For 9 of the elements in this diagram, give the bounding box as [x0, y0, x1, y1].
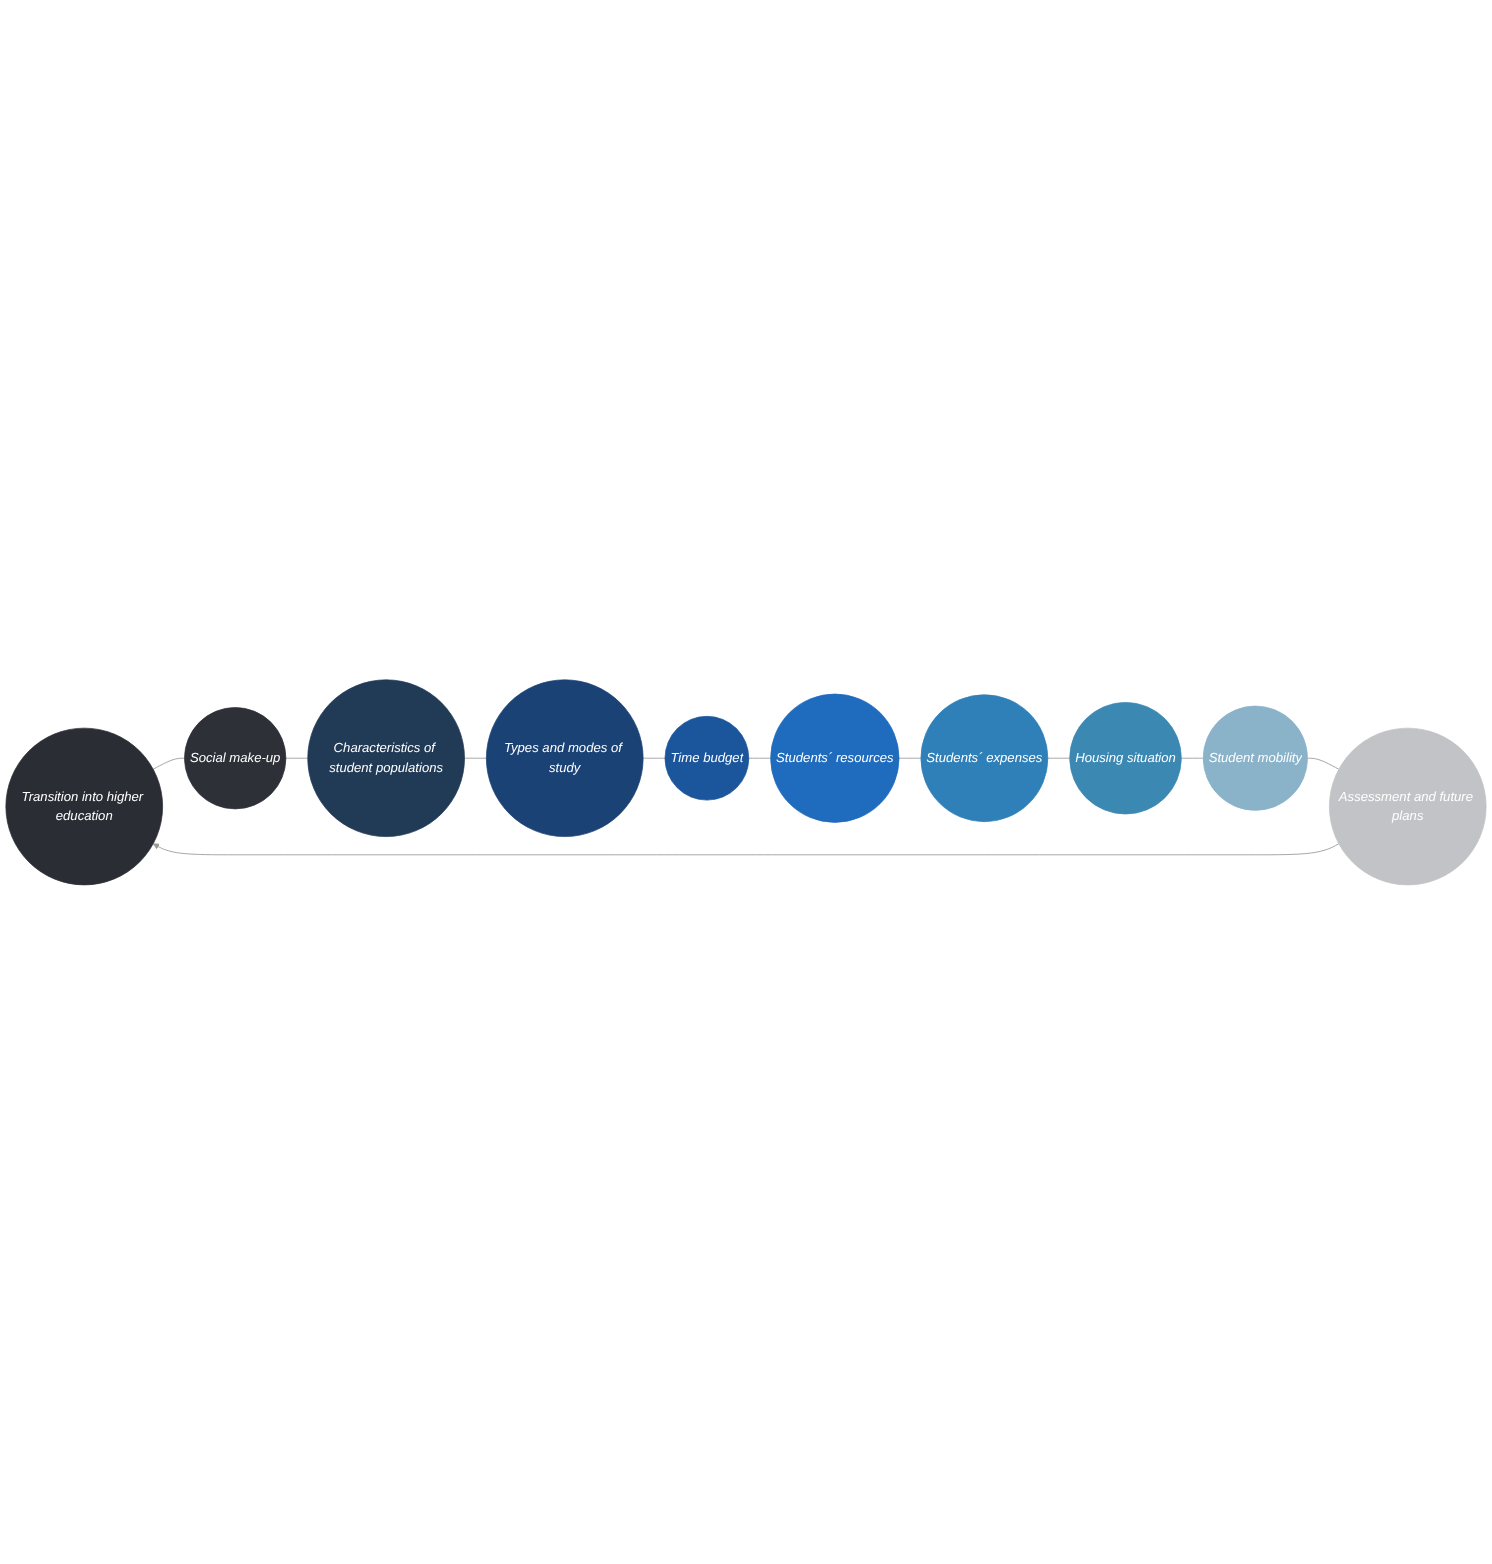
connector — [285, 757, 309, 759]
connector — [464, 757, 487, 759]
connector — [898, 757, 922, 759]
connector — [152, 757, 185, 770]
connector — [1180, 757, 1204, 759]
connector — [642, 757, 666, 759]
connector — [748, 757, 772, 759]
connector — [1047, 757, 1071, 759]
connector — [1307, 757, 1340, 770]
